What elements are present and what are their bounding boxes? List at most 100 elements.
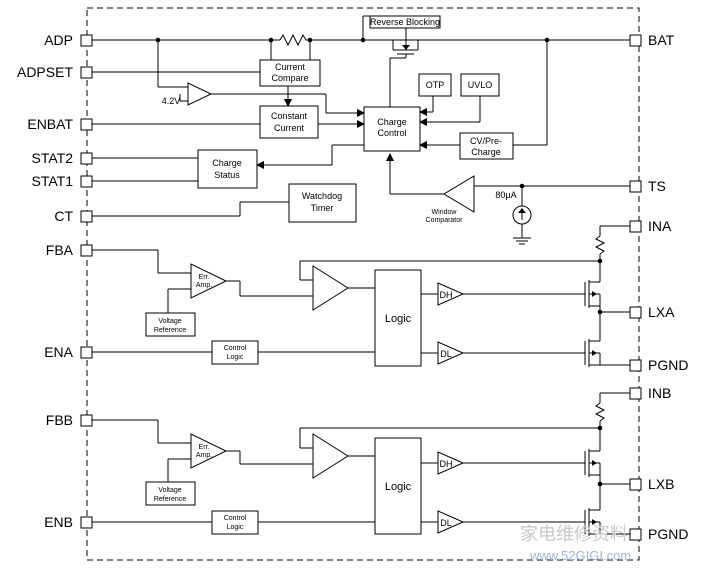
voltage-reference-a: Voltage Reference [145,312,196,337]
pin-stat1: STAT1 [32,173,74,189]
svg-text:Compare: Compare [271,73,308,83]
pin-enb: ENB [44,514,73,530]
current-compare-block: Current Compare [259,59,321,87]
charge-status-block: Charge Status [197,149,258,189]
error-amp-a: Err. Amp. [190,263,228,299]
svg-text:Current: Current [275,62,306,72]
pin-bat: BAT [648,32,675,48]
svg-text:Current: Current [274,123,305,133]
svg-text:Charge: Charge [377,117,407,127]
driver-dh-a: DH [437,282,465,306]
svg-text:Reference: Reference [154,496,186,503]
pwm-comparator-a [312,265,349,311]
svg-text:Watchdog: Watchdog [302,191,342,201]
left-pins: ADP ADPSET ENBAT STAT2 STAT1 CT FBA ENA … [17,32,93,530]
svg-text:Voltage: Voltage [158,318,181,325]
pin-adpset: ADPSET [17,64,73,80]
svg-text:Timer: Timer [311,203,334,213]
pwm-comparator-b [312,433,349,479]
svg-text:Status: Status [214,170,240,180]
wires-channel-b [92,392,630,536]
pin-ts: TS [648,178,666,194]
svg-text:Logic: Logic [385,481,412,493]
svg-text:OTP: OTP [426,80,445,90]
svg-text:Reference: Reference [154,327,186,334]
pin-enb-terminal [80,516,93,529]
svg-text:Amp.: Amp. [196,452,212,459]
pin-adp-terminal [80,34,93,47]
svg-text:DL: DL [440,349,452,359]
pin-fba-terminal [80,244,93,257]
svg-text:Control: Control [224,515,247,522]
pin-adp: ADP [44,32,73,48]
svg-text:Logic: Logic [385,313,412,325]
pin-stat2: STAT2 [32,150,74,166]
pin-ct-terminal [80,210,93,223]
pin-ts-terminal [629,180,642,193]
pin-inb-terminal [629,387,642,400]
cv-precharge-block: CV/Pre- Charge [459,132,514,160]
pin-ina-terminal [629,220,642,233]
svg-text:Voltage: Voltage [158,487,181,494]
svg-text:Window: Window [432,209,458,216]
right-pins: BAT TS INA LXA PGND INB LXB PGND [629,32,688,542]
wires-charger [92,15,630,245]
watchdog-timer-block: Watchdog Timer [288,183,357,223]
constant-current-block: Constant Current [259,105,319,139]
pin-enbat-terminal [80,118,93,131]
svg-text:Constant: Constant [271,111,308,121]
svg-text:Amp.: Amp. [196,282,212,289]
pin-stat2-terminal [80,152,93,165]
svg-text:Charge: Charge [471,147,501,157]
svg-text:DH: DH [440,459,453,469]
reverse-blocking-label: Reverse Blocking [370,17,440,27]
pin-fbb-terminal [80,414,93,427]
watermark-url: www.52GIGI.com [529,548,631,563]
voltage-reference-b: Voltage Reference [145,481,196,506]
driver-dh-b: DH [437,451,465,475]
pin-inb: INB [648,385,671,401]
pin-stat1-terminal [80,175,93,188]
pin-ena-terminal [80,346,93,359]
window-comparator: Window Comparator [426,175,475,224]
svg-text:Err.: Err. [199,444,210,451]
current-source-label: 80μA [495,190,516,200]
pin-fba: FBA [46,242,74,258]
pin-lxb: LXB [648,476,674,492]
svg-text:CV/Pre-: CV/Pre- [470,136,502,146]
otp-block: OTP [418,73,452,97]
pin-enbat: ENBAT [27,116,73,132]
svg-text:Charge: Charge [212,158,242,168]
svg-text:Comparator: Comparator [426,217,464,224]
pin-ena: ENA [44,344,73,360]
control-logic-b: Control Logic [211,510,259,535]
svg-text:DH: DH [440,290,453,300]
watermark-text: 家电维修资料 [520,524,628,545]
charge-control-block: Charge Control [363,106,421,152]
comparator-threshold-label: 4.2V [162,96,181,106]
control-logic-a: Control Logic [211,340,259,365]
pin-ina: INA [648,218,672,234]
logic-block-a: Logic [374,269,422,367]
driver-dl-b: DL [437,510,465,534]
wires-channel-a [92,225,630,367]
driver-dl-a: DL [437,341,465,365]
pin-ct: CT [54,208,73,224]
svg-text:Control: Control [377,128,406,138]
voltage-comparator: 4.2V [162,82,213,106]
svg-text:Control: Control [224,345,247,352]
svg-text:Logic: Logic [227,524,244,531]
pin-lxa-terminal [629,306,642,319]
pin-adpset-terminal [80,66,93,79]
svg-text:UVLO: UVLO [468,80,493,90]
pin-pgnd-b: PGND [648,526,688,542]
svg-text:DL: DL [440,518,452,528]
pin-pgnd-a-terminal [629,359,642,372]
pin-lxa: LXA [648,304,675,320]
pin-fbb: FBB [46,412,73,428]
uvlo-block: UVLO [460,73,500,97]
chip-outline [86,7,640,561]
error-amp-b: Err. Amp. [190,433,228,469]
